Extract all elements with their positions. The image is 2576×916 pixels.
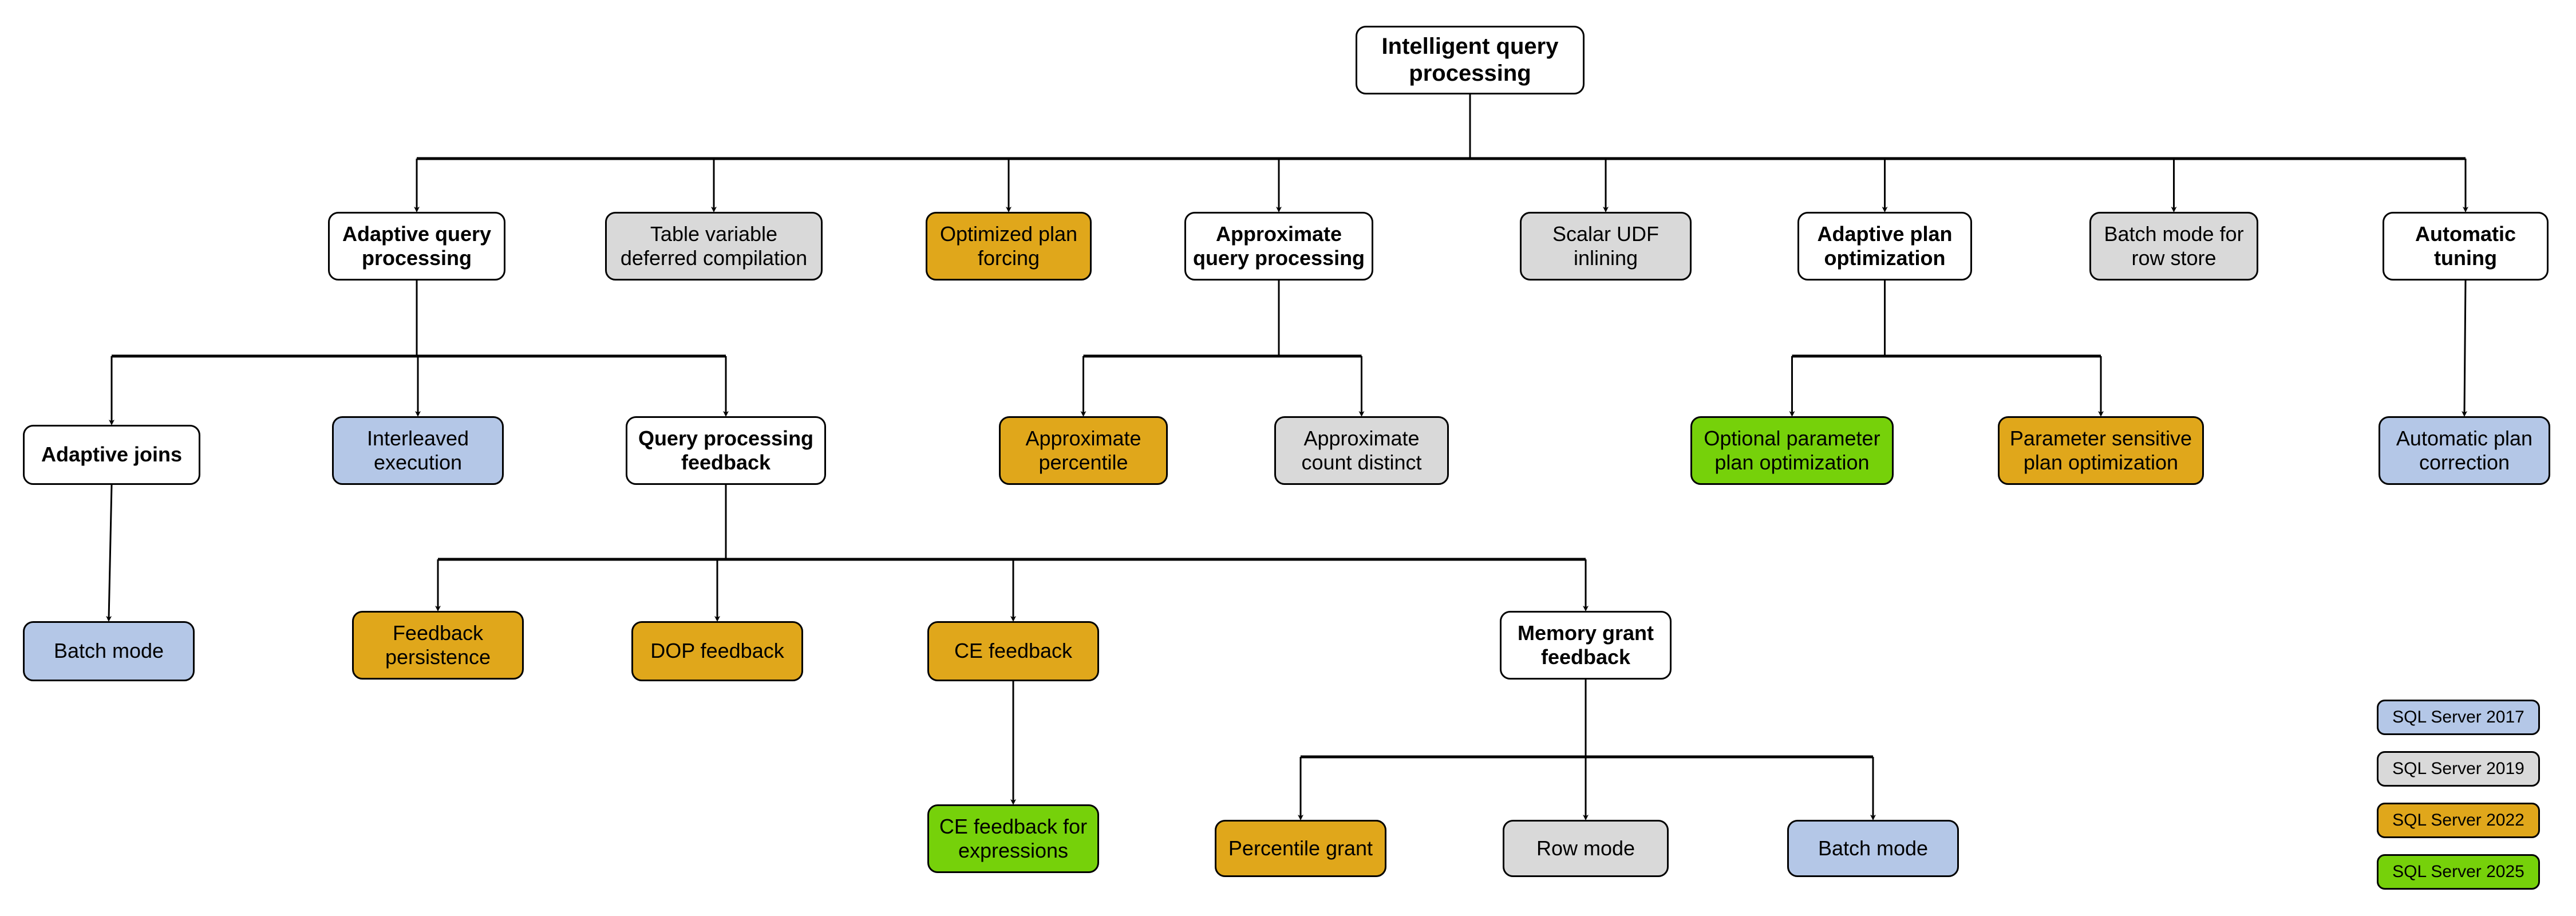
node-rowmode[interactable]: Row mode bbox=[1503, 820, 1669, 877]
node-label: CE feedback for expressions bbox=[939, 814, 1088, 862]
legend-label: SQL Server 2017 bbox=[2392, 708, 2524, 727]
node-pctgrant[interactable]: Percentile grant bbox=[1215, 820, 1386, 877]
connector-lines bbox=[106, 94, 2468, 820]
node-autotune[interactable]: Automatic tuning bbox=[2383, 212, 2549, 281]
node-bmode1[interactable]: Batch mode bbox=[23, 621, 195, 681]
node-label: Automatic tuning bbox=[2415, 222, 2516, 270]
node-label: Percentile grant bbox=[1228, 836, 1373, 860]
legend-label: SQL Server 2019 bbox=[2392, 759, 2524, 778]
node-label: Optimized plan forcing bbox=[939, 222, 1078, 270]
node-approx[interactable]: Approximate query processing bbox=[1184, 212, 1373, 281]
node-mgf[interactable]: Memory grant feedback bbox=[1500, 611, 1672, 680]
node-label: Query processing feedback bbox=[638, 426, 814, 474]
node-label: Batch mode bbox=[1818, 836, 1929, 860]
node-label: CE feedback bbox=[954, 639, 1073, 663]
node-label: Adaptive query processing bbox=[342, 222, 492, 270]
legend-item-sql-server-2019: SQL Server 2019 bbox=[2377, 751, 2540, 787]
node-apc[interactable]: Automatic plan correction bbox=[2379, 416, 2550, 485]
node-oppo[interactable]: Optional parameter plan optimization bbox=[1690, 416, 1894, 485]
node-tvdc[interactable]: Table variable deferred compilation bbox=[605, 212, 823, 281]
node-label: Automatic plan correction bbox=[2396, 426, 2533, 474]
node-psp[interactable]: Parameter sensitive plan optimization bbox=[1998, 416, 2204, 485]
node-label: Approximate query processing bbox=[1192, 222, 1365, 270]
node-label: Parameter sensitive plan optimization bbox=[2009, 426, 2192, 474]
node-label: Batch mode for row store bbox=[2104, 222, 2244, 270]
node-bmode2[interactable]: Batch mode bbox=[1787, 820, 1959, 877]
legend-item-sql-server-2022: SQL Server 2022 bbox=[2377, 803, 2540, 838]
legend-label: SQL Server 2022 bbox=[2392, 811, 2524, 830]
node-label: Scalar UDF inlining bbox=[1552, 222, 1660, 270]
node-label: Memory grant feedback bbox=[1517, 621, 1654, 669]
node-label: Table variable deferred compilation bbox=[620, 222, 808, 270]
node-ajoins[interactable]: Adaptive joins bbox=[23, 425, 200, 485]
node-label: Optional parameter plan optimization bbox=[1704, 426, 1880, 474]
node-opf[interactable]: Optimized plan forcing bbox=[926, 212, 1092, 281]
node-cefbexpr[interactable]: CE feedback for expressions bbox=[927, 804, 1099, 873]
node-root[interactable]: Intelligent query processing bbox=[1356, 26, 1585, 94]
connector bbox=[106, 484, 113, 622]
node-cefb[interactable]: CE feedback bbox=[927, 621, 1099, 681]
node-label: DOP feedback bbox=[650, 639, 784, 663]
legend-item-sql-server-2025: SQL Server 2025 bbox=[2377, 854, 2540, 890]
legend-label: SQL Server 2025 bbox=[2392, 862, 2524, 881]
node-label: Approximate percentile bbox=[1025, 426, 1141, 474]
node-udf[interactable]: Scalar UDF inlining bbox=[1520, 212, 1692, 281]
node-label: Intelligent query processing bbox=[1381, 33, 1559, 86]
node-label: Interleaved execution bbox=[366, 426, 469, 474]
node-label: Approximate count distinct bbox=[1301, 426, 1422, 474]
legend-item-sql-server-2017: SQL Server 2017 bbox=[2377, 700, 2540, 735]
node-label: Adaptive joins bbox=[41, 443, 183, 467]
node-apo[interactable]: Adaptive plan optimization bbox=[1797, 212, 1972, 281]
connector bbox=[2462, 280, 2468, 417]
node-label: Batch mode bbox=[53, 639, 164, 663]
node-apct[interactable]: Approximate percentile bbox=[999, 416, 1168, 485]
node-label: Row mode bbox=[1536, 836, 1635, 860]
node-label: Feedback persistence bbox=[385, 621, 491, 669]
node-dopfb[interactable]: DOP feedback bbox=[631, 621, 803, 681]
node-ilexec[interactable]: Interleaved execution bbox=[332, 416, 504, 485]
node-acd[interactable]: Approximate count distinct bbox=[1274, 416, 1449, 485]
node-bmrs[interactable]: Batch mode for row store bbox=[2089, 212, 2258, 281]
node-aqp[interactable]: Adaptive query processing bbox=[328, 212, 505, 281]
node-fbpers[interactable]: Feedback persistence bbox=[352, 611, 524, 680]
node-qpf[interactable]: Query processing feedback bbox=[626, 416, 826, 485]
node-label: Adaptive plan optimization bbox=[1817, 222, 1953, 270]
